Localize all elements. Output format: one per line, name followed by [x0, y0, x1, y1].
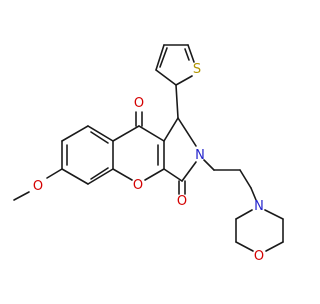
oxygen-label-ring: O: [133, 178, 143, 193]
oxygen-label-morpholine: O: [254, 249, 264, 264]
morpholine-ring: [235, 209, 284, 252]
pyranone-ring: [112, 125, 165, 181]
nitrogen-label-pyrrolidine: N: [195, 148, 205, 163]
methoxy-group: [13, 168, 63, 201]
structure-svg: O O O O O N N S: [13, 44, 284, 264]
oxygen-label-ketone: O: [134, 96, 144, 111]
pyrrolidinone-ring: [163, 117, 197, 182]
lactam-carbonyl: [178, 180, 186, 195]
benzene-ring: [61, 125, 114, 185]
ketone-group: [135, 111, 143, 127]
nitrogen-label-morpholine: N: [254, 199, 264, 214]
sulfur-label-thiophene: S: [193, 62, 201, 77]
molecule-diagram: O O O O O N N S: [13, 44, 284, 264]
oxygen-label-methoxy: O: [33, 179, 43, 194]
oxygen-label-lactam: O: [177, 194, 187, 209]
thiophene-ring: [155, 44, 195, 119]
propyl-linker: [203, 159, 257, 201]
